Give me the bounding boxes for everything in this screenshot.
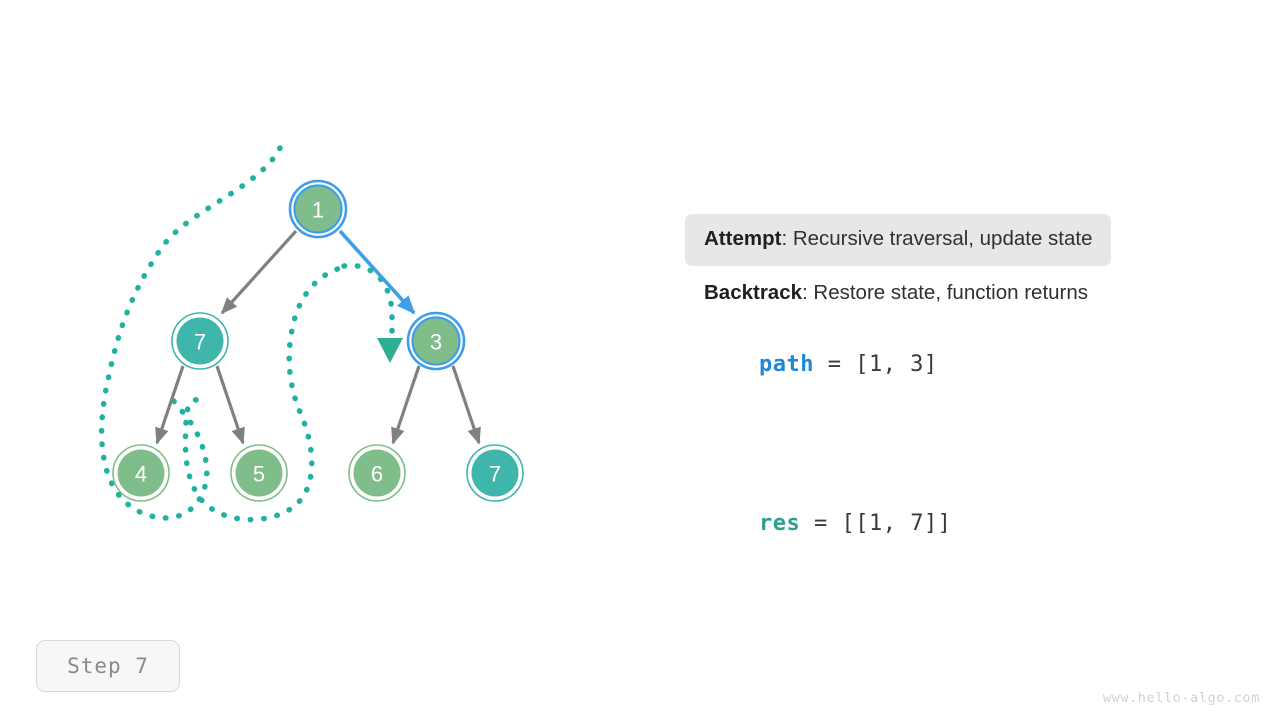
attempt-row: Attempt: Recursive traversal, update sta… [685, 214, 1111, 266]
traversal-path-group [98, 145, 403, 523]
traversal-path-to-node3 [341, 262, 395, 335]
node-1-label: 1 [312, 198, 324, 223]
tree-edges [155, 229, 481, 445]
backtrack-label: Backtrack [704, 280, 803, 304]
res-state-row: res = [[1, 7]] [685, 486, 1205, 561]
node-5-body [235, 449, 283, 497]
traversal-path-node5-loop [182, 263, 351, 523]
edge-7-4 [155, 365, 185, 445]
info-panel: Attempt: Recursive traversal, update sta… [685, 214, 1205, 561]
node-7-right-label: 7 [489, 462, 501, 487]
res-variable-name: res [758, 510, 801, 536]
node-5-label: 5 [253, 462, 265, 487]
tree-node-3[interactable]: 3 [406, 311, 466, 371]
path-variable-name: path [758, 351, 814, 377]
node-4-label: 4 [135, 462, 147, 487]
edge-3-7r [451, 365, 481, 445]
tree-node-6[interactable]: 6 [348, 444, 406, 502]
tree-node-4[interactable]: 4 [112, 444, 170, 502]
edge-3-6 [391, 365, 421, 445]
tree-node-7-left[interactable]: 7 [171, 312, 229, 370]
node-1-body [293, 184, 343, 234]
backtrack-description: : Restore state, function returns [802, 280, 1089, 304]
binary-tree-diagram: 1 7 3 4 5 6 7 [98, 145, 524, 523]
node-3-label: 3 [430, 330, 442, 355]
node-3-body [411, 316, 461, 366]
backtrack-row: Backtrack: Restore state, function retur… [685, 274, 1205, 311]
path-variable-value: = [1, 3] [813, 351, 938, 377]
res-variable-value: = [[1, 7]] [800, 510, 952, 536]
step-badge: Step 7 [36, 640, 180, 692]
node-6-body [353, 449, 401, 497]
node-6-label: 6 [371, 462, 383, 487]
attempt-label: Attempt [704, 227, 782, 250]
traversal-path-outer [98, 145, 283, 521]
tree-node-7-right[interactable]: 7 [466, 444, 524, 502]
node-4-body [117, 449, 165, 497]
attempt-description: : Recursive traversal, update state [781, 227, 1093, 250]
edge-1-3 [338, 229, 416, 315]
tree-node-5[interactable]: 5 [230, 444, 288, 502]
traversal-arrowhead-icon [377, 338, 403, 363]
path-state-row: path = [1, 3] [685, 327, 1205, 402]
node-7-left-label: 7 [194, 330, 206, 355]
edge-7-5 [215, 365, 245, 445]
step-badge-label: Step 7 [67, 654, 149, 678]
edge-1-7 [220, 229, 298, 315]
node-7-right-body [471, 449, 519, 497]
tree-node-1[interactable]: 1 [288, 179, 348, 239]
watermark: www.hello-algo.com [1102, 690, 1260, 706]
node-7-left-body [176, 317, 224, 365]
